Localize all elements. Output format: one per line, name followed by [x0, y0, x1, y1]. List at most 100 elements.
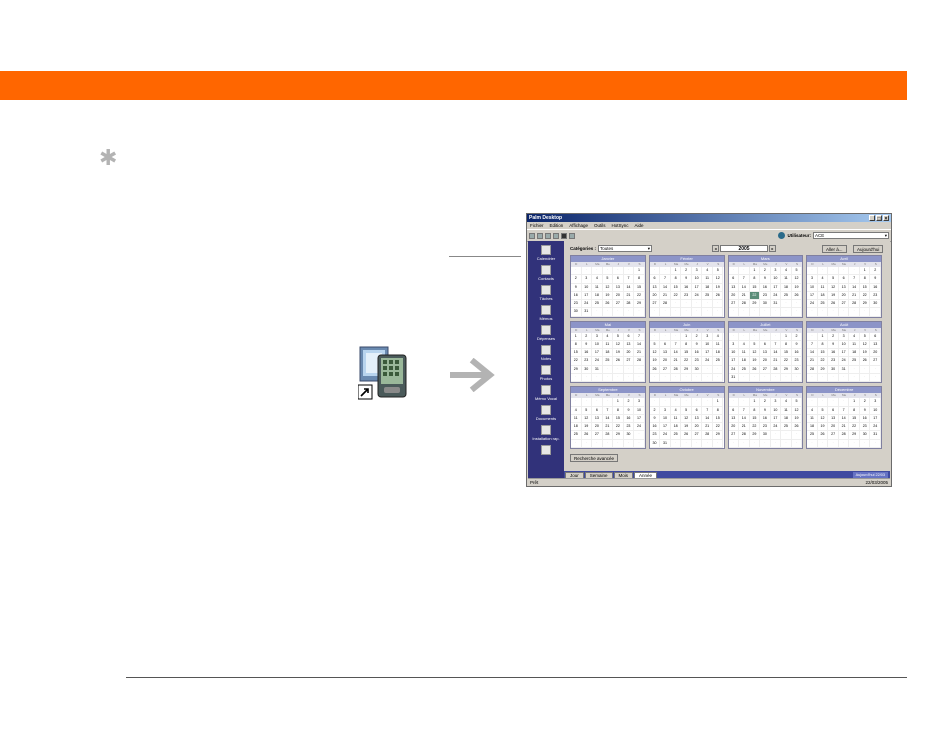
day-cell[interactable]: 22 — [571, 357, 582, 366]
day-cell[interactable]: 14 — [739, 283, 750, 292]
month-name[interactable]: Mars — [728, 256, 803, 262]
day-cell[interactable]: 27 — [623, 357, 635, 366]
day-cell[interactable]: 5 — [712, 267, 724, 276]
day-cell[interactable]: 25 — [592, 300, 603, 309]
day-cell[interactable]: 18 — [712, 349, 724, 358]
day-cell[interactable]: 22 — [781, 357, 792, 366]
day-cell[interactable]: 14 — [623, 283, 635, 292]
day-cell[interactable]: 13 — [838, 283, 850, 292]
day-cell[interactable]: 6 — [691, 406, 703, 415]
day-cell[interactable]: 14 — [739, 414, 750, 424]
day-cell[interactable]: 13 — [660, 349, 671, 358]
day-cell[interactable]: 2 — [828, 332, 839, 341]
day-cell[interactable]: 2 — [681, 267, 692, 276]
day-cell[interactable]: 3 — [702, 332, 713, 341]
day-cell[interactable]: 11 — [849, 340, 860, 350]
day-cell[interactable]: 9 — [691, 340, 703, 350]
category-select[interactable]: Toutes ▾ — [598, 245, 653, 252]
day-cell[interactable]: 15 — [781, 349, 792, 358]
day-cell[interactable]: 2 — [581, 332, 593, 341]
day-cell[interactable]: 1 — [571, 332, 582, 341]
day-cell[interactable]: 4 — [781, 398, 792, 407]
day-cell[interactable]: 16 — [828, 349, 839, 358]
day-cell[interactable]: 11 — [571, 414, 582, 424]
day-cell[interactable]: 19 — [791, 283, 803, 292]
day-cell[interactable]: 12 — [613, 340, 624, 350]
day-cell[interactable]: 21 — [670, 357, 682, 366]
day-cell[interactable]: 4 — [849, 332, 860, 341]
day-cell[interactable]: 26 — [581, 431, 593, 440]
day-cell[interactable]: 18 — [849, 349, 860, 358]
day-cell[interactable]: 19 — [613, 349, 624, 358]
month-name[interactable]: Janvier — [571, 256, 645, 262]
day-cell[interactable]: 11 — [702, 275, 713, 284]
day-cell[interactable]: 23 — [649, 431, 661, 440]
day-cell[interactable]: 7 — [849, 275, 860, 284]
day-cell[interactable]: 1 — [670, 267, 682, 276]
day-cell[interactable]: 17 — [838, 349, 850, 358]
day-cell[interactable]: 18 — [781, 414, 792, 424]
day-cell[interactable]: 3 — [770, 267, 782, 276]
palm-desktop-shortcut-icon[interactable] — [357, 345, 410, 401]
day-cell[interactable]: 12 — [817, 414, 829, 424]
day-cell[interactable]: 29 — [749, 431, 761, 440]
day-cell[interactable]: 30 — [581, 365, 593, 375]
day-cell[interactable]: 30 — [859, 431, 871, 440]
menu-tools[interactable]: Outils — [593, 223, 606, 228]
day-cell[interactable]: 26 — [859, 357, 871, 366]
day-cell[interactable]: 6 — [728, 406, 740, 415]
day-cell[interactable]: 8 — [817, 340, 829, 350]
print-icon[interactable] — [537, 232, 543, 239]
day-cell[interactable]: 22 — [749, 291, 761, 301]
day-cell[interactable]: 23 — [791, 357, 803, 366]
day-cell[interactable]: 13 — [592, 414, 603, 424]
day-cell[interactable]: 21 — [739, 423, 750, 432]
day-cell[interactable]: 20 — [691, 423, 703, 432]
day-cell[interactable]: 28 — [602, 431, 614, 440]
day-cell[interactable]: 27 — [828, 431, 839, 440]
day-cell[interactable]: 20 — [613, 291, 624, 301]
day-cell[interactable]: 3 — [870, 398, 881, 407]
day-cell[interactable]: 2 — [859, 398, 871, 407]
day-cell[interactable]: 9 — [760, 406, 771, 415]
day-cell[interactable]: 5 — [859, 332, 871, 341]
day-cell[interactable]: 16 — [581, 349, 593, 358]
day-cell[interactable]: 8 — [670, 275, 682, 284]
day-cell[interactable]: 8 — [749, 275, 761, 284]
day-cell[interactable]: 7 — [770, 340, 782, 350]
day-cell[interactable]: 13 — [760, 349, 771, 358]
day-cell[interactable]: 12 — [712, 275, 724, 284]
month-name[interactable]: Octobre — [649, 387, 724, 394]
day-cell[interactable]: 4 — [571, 406, 582, 415]
day-cell[interactable]: 10 — [728, 349, 740, 358]
day-cell[interactable]: 25 — [781, 423, 792, 432]
day-cell[interactable]: 28 — [770, 365, 782, 375]
day-cell[interactable]: 26 — [613, 357, 624, 366]
day-cell[interactable]: 10 — [870, 406, 881, 415]
month-name[interactable]: Avril — [807, 256, 881, 262]
day-cell[interactable]: 15 — [613, 414, 624, 424]
day-cell[interactable]: 20 — [592, 423, 603, 432]
day-cell[interactable]: 28 — [634, 357, 645, 366]
day-cell[interactable]: 1 — [859, 267, 871, 276]
day-cell[interactable]: 18 — [807, 423, 818, 432]
day-cell[interactable]: 21 — [660, 291, 671, 301]
day-cell[interactable]: 20 — [660, 357, 671, 366]
day-cell[interactable]: 18 — [739, 357, 750, 366]
day-cell[interactable]: 7 — [702, 406, 713, 415]
day-cell[interactable]: 14 — [670, 349, 682, 358]
day-cell[interactable]: 9 — [828, 340, 839, 350]
day-cell[interactable]: 1 — [681, 332, 692, 341]
day-cell[interactable]: 20 — [728, 291, 740, 301]
day-cell[interactable]: 10 — [691, 275, 703, 284]
day-cell[interactable]: 22 — [712, 423, 724, 432]
day-cell[interactable]: 20 — [649, 291, 661, 301]
day-cell[interactable]: 18 — [817, 291, 829, 301]
day-cell[interactable]: 2 — [623, 398, 635, 407]
day-cell[interactable]: 27 — [649, 300, 661, 309]
day-cell[interactable]: 6 — [728, 275, 740, 284]
menu-file[interactable]: Fichier — [530, 223, 544, 228]
day-cell[interactable]: 25 — [702, 291, 713, 301]
day-cell[interactable]: 11 — [602, 340, 614, 350]
day-cell[interactable]: 7 — [623, 275, 635, 284]
